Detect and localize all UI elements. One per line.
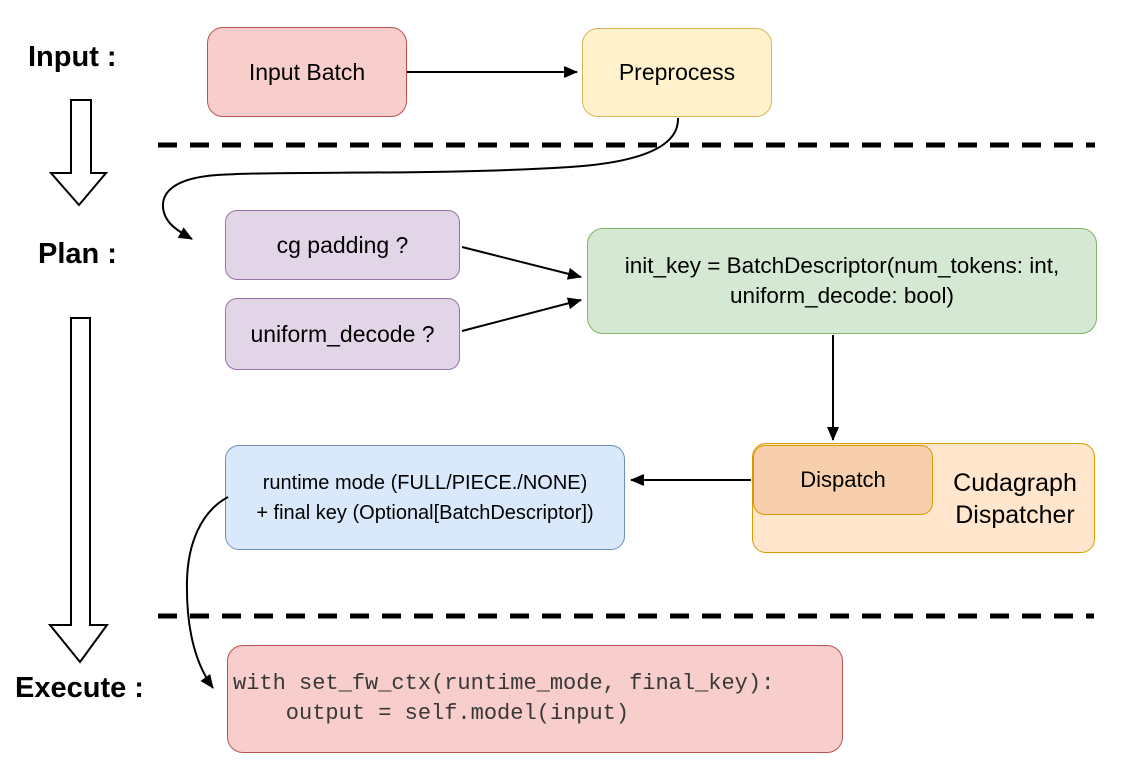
node-cudagraph-dispatcher-label: Cudagraph Dispatcher (934, 444, 1096, 554)
stage-label-input: Input : (28, 41, 117, 73)
hollow-arrow-plan-to-execute (47, 317, 109, 664)
node-init-key: init_key = BatchDescriptor(num_tokens: i… (587, 228, 1097, 334)
node-runtime-mode-line2: + final key (Optional[BatchDescriptor]) (256, 501, 594, 524)
node-uniform-decode-label: uniform_decode ? (250, 320, 435, 347)
node-input-batch: Input Batch (207, 27, 407, 117)
node-execute-code: with set_fw_ctx(runtime_mode, final_key)… (227, 645, 843, 753)
stage-label-execute: Execute : (15, 672, 144, 704)
arrow-cg-padding-to-init-key (461, 246, 582, 280)
node-runtime-mode: runtime mode (FULL/PIECE./NONE) + final … (225, 445, 625, 550)
node-cg-padding: cg padding ? (225, 210, 460, 280)
node-execute-code-line1: with set_fw_ctx(runtime_mode, final_key)… (233, 671, 775, 697)
node-cudagraph-line1: Cudagraph (953, 469, 1077, 497)
node-uniform-decode: uniform_decode ? (225, 298, 460, 370)
arrow-runtime-mode-to-execute-code (185, 496, 229, 689)
node-dispatch: Dispatch (753, 445, 933, 515)
node-init-key-line2: uniform_decode: bool) (730, 283, 954, 308)
node-cg-padding-label: cg padding ? (276, 231, 409, 258)
stage-label-plan: Plan : (38, 238, 117, 270)
node-input-batch-label: Input Batch (248, 58, 366, 85)
arrow-uniform-decode-to-init-key (461, 297, 582, 332)
node-preprocess: Preprocess (582, 28, 772, 117)
node-cudagraph-line2: Dispatcher (955, 501, 1075, 529)
node-execute-code-line2: output = self.model(input) (233, 701, 630, 726)
node-dispatch-label: Dispatch (800, 467, 886, 493)
node-preprocess-label: Preprocess (618, 59, 736, 86)
node-runtime-mode-line1: runtime mode (FULL/PIECE./NONE) (262, 471, 588, 494)
node-init-key-line1: init_key = BatchDescriptor(num_tokens: i… (624, 253, 1060, 279)
hollow-arrow-input-to-plan (48, 99, 109, 207)
